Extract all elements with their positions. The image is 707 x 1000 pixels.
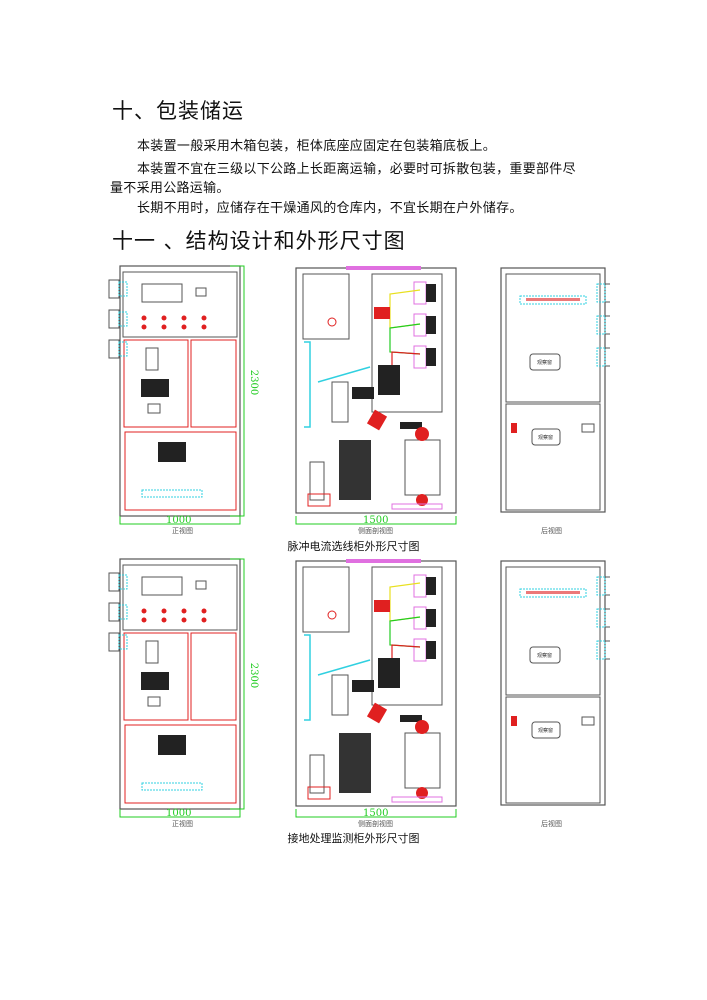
cabinet-drawing: [108, 265, 610, 525]
section-10-heading: 十、包装储运: [112, 99, 244, 123]
back-view: [500, 267, 610, 513]
width-dimension: 1000: [166, 808, 192, 819]
depth-dimension: 1500: [363, 808, 389, 819]
height-dimension: 2300: [248, 662, 260, 689]
front-view: [108, 558, 245, 818]
window-label: 观察窗: [538, 728, 554, 734]
window-label: 观察窗: [537, 653, 553, 659]
front-view-label: 正视图: [172, 820, 193, 828]
back-view-label: 后视图: [541, 527, 562, 535]
paragraph: 本装置一般采用木箱包装，柜体底座应固定在包装箱底板上。: [137, 139, 497, 154]
front-view: [108, 265, 245, 525]
window-label: 观察窗: [538, 435, 554, 441]
paragraph: 量不采用公路运输。: [110, 181, 230, 196]
side-view: [295, 266, 457, 525]
front-view-label: 正视图: [172, 527, 193, 535]
side-view: [295, 559, 457, 818]
side-view-label: 侧面剖视图: [358, 820, 393, 828]
depth-dimension: 1500: [363, 515, 389, 526]
window-label: 观察窗: [537, 360, 553, 366]
back-view: [500, 560, 610, 806]
paragraph: 本装置不宜在三级以下公路上长距离运输，必要时可拆散包装，重要部件尽: [137, 162, 576, 177]
side-view-label: 侧面剖视图: [358, 527, 393, 535]
figure-2-caption: 接地处理监测柜外形尺寸图: [287, 832, 420, 845]
height-dimension: 2300: [248, 369, 260, 396]
width-dimension: 1000: [166, 515, 192, 526]
back-view-label: 后视图: [541, 820, 562, 828]
cabinet-drawing: [108, 558, 610, 818]
section-11-heading: 十一 、结构设计和外形尺寸图: [112, 229, 406, 253]
figure-1-caption: 脉冲电流选线柜外形尺寸图: [287, 540, 420, 553]
paragraph: 长期不用时，应储存在干燥通风的仓库内，不宜长期在户外储存。: [137, 201, 523, 216]
